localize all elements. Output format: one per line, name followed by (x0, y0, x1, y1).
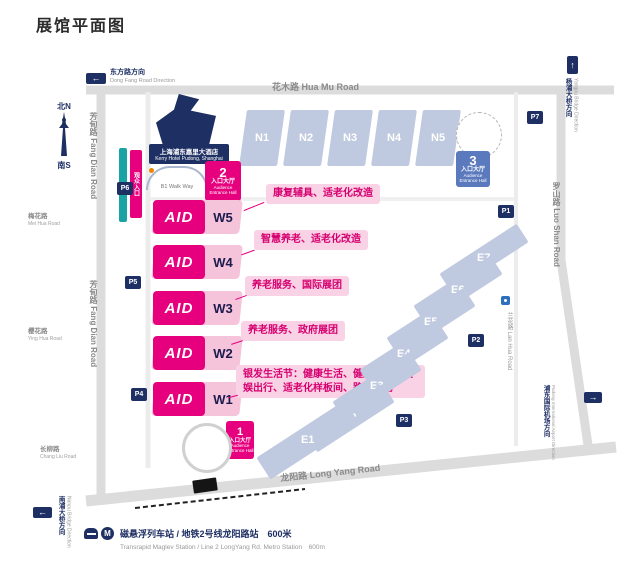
parking-p1: P1 (498, 205, 514, 218)
footer-station-en: Transrapid Maglev Station / Line 2 LongY… (120, 544, 325, 551)
marker-dot-icon (149, 168, 154, 173)
aid-logo: AID (153, 382, 205, 416)
direction-yangpu-en: Yangpu Bridge Direction (572, 78, 579, 132)
entrance-hall-2: 2 入口大厅 Audience Entrance Hall (205, 161, 241, 201)
road-label-changliu: 长柳路 Chang Liu Road (40, 446, 76, 460)
direction-dongfang-zh: 东方路方向 (110, 69, 145, 76)
hall-n2-label: N2 (298, 132, 314, 144)
compass: 北N 南S (52, 102, 76, 171)
hall-w3-label: W3 (213, 300, 233, 316)
hall-w2: AID W2 (151, 336, 243, 370)
entrance-2-number: 2 (219, 165, 227, 181)
aid-logo: AID (153, 245, 205, 279)
road-label-meihua: 梅花路 Mei Hua Road (28, 213, 60, 227)
transit-stop-icon (501, 296, 510, 305)
hall-n1: N1 (239, 110, 285, 166)
callout-w5: 康复辅具、适老化改造 (266, 184, 380, 204)
hall-n1-label: N1 (254, 132, 270, 144)
compass-north-label: 北N (57, 102, 71, 111)
road-label-lanhua: 兰花路 Lan Hua Road (506, 312, 512, 371)
hall-w4-label: W4 (213, 254, 233, 270)
metro-icon: M (101, 527, 114, 540)
footer-station-zh: 磁悬浮列车站 / 地铁2号线龙阳路站 600米 (120, 529, 292, 539)
road-label-fangdian-top: 芳甸路 Fang Dian Road (89, 112, 98, 200)
aid-logo: AID (153, 200, 205, 234)
hall-w5: AID W5 (151, 200, 243, 234)
hall-w3: AID W3 (151, 291, 243, 325)
direction-airport: 浦东国际机场方向 Pudong International Airport Di… (541, 385, 556, 463)
hall-n3: N3 (327, 110, 373, 166)
road-yinghua-en: Ying Hua Road (28, 335, 62, 342)
hall-n3-label: N3 (342, 132, 358, 144)
hall-n4: N4 (371, 110, 417, 166)
compass-tower-icon (59, 112, 69, 156)
parking-p7: P7 (527, 111, 543, 124)
road-meihua-en: Mei Hua Road (28, 220, 60, 227)
road-changliu-en: Chang Liu Road (40, 453, 77, 460)
kerry-hotel-zh: 上海浦东嘉里大酒店 (159, 149, 219, 156)
aid-logo: AID (153, 291, 205, 325)
direction-dongfang: 东方路方向 Dong Fang Road Direction (110, 69, 175, 85)
hall-w4: AID W4 (151, 245, 243, 279)
b1-walkway-label: B1 Walk Way (160, 184, 194, 190)
road-label-yinghua: 樱花路 Ying Hua Road (28, 328, 62, 342)
callout-w2: 养老服务、政府展团 (241, 321, 345, 341)
hall-n2: N2 (283, 110, 329, 166)
direction-yangpu-zh: 杨浦大桥方向 (564, 78, 572, 117)
entrance-hall-3: 3 入口大厅 Audience Entrance Hall (456, 151, 490, 187)
west-arrow-icon: ← (86, 73, 106, 84)
compass-south-label: 南S (57, 161, 71, 170)
parking-p2: P2 (468, 334, 484, 347)
kerry-hotel-en: Kerry Hotel Pudong, Shanghai (155, 156, 223, 162)
direction-airport-zh: 浦东国际机场方向 (542, 385, 550, 437)
north-arrow-icon: ↑ (567, 56, 578, 74)
entrance-1-zh: 入口大厅 (228, 437, 251, 444)
central-dome-outline (456, 112, 502, 158)
parking-p4: P4 (131, 388, 147, 401)
west-arrow-icon: ← (33, 507, 52, 518)
road-label-huamu: 花木路 Hua Mu Road (272, 82, 359, 92)
direction-airport-en: Pudong International Airport Direction (550, 385, 556, 460)
road-label-luoshan: 罗山路 Luo Shan Road (552, 182, 561, 267)
callout-w4: 智慧养老、适老化改造 (254, 230, 368, 250)
hall-n4-label: N4 (386, 132, 402, 144)
parking-p3: P3 (396, 414, 412, 427)
hall-n5-label: N5 (430, 132, 446, 144)
page-title: 展馆平面图 (36, 18, 127, 35)
direction-nanpu-en: Nanpu Bridge Direction (65, 496, 72, 548)
entrance-3-number: 3 (469, 153, 477, 169)
direction-dongfang-en: Dong Fang Road Direction (110, 77, 176, 84)
entrance-3-en: Audience Entrance Hall (459, 172, 487, 183)
road-changliu-zh: 长柳路 (40, 446, 60, 453)
hall-e1-label: E1 (300, 434, 315, 446)
entrance-1-number: 1 (236, 425, 244, 438)
road-meihua-zh: 梅花路 (28, 213, 48, 220)
roundabout (182, 423, 232, 473)
kerry-hotel-label: 上海浦东嘉里大酒店 Kerry Hotel Pudong, Shanghai (149, 144, 229, 164)
maglev-icon (84, 528, 98, 539)
direction-yangpu: 杨浦大桥方向 Yangpu Bridge Direction (563, 78, 578, 140)
parking-p6: P6 (117, 182, 133, 195)
hall-w2-label: W2 (213, 345, 233, 361)
hall-n5: N5 (415, 110, 461, 166)
entrance-3-zh: 入口大厅 (460, 167, 485, 174)
entrance-2-zh: 入口大厅 (210, 179, 235, 186)
aid-logo: AID (153, 336, 205, 370)
road-yinghua-zh: 樱花路 (28, 328, 48, 335)
hall-w5-label: W5 (213, 209, 233, 225)
entrance-1-en: Audience Entrance Hall (226, 442, 254, 453)
parking-p5: P5 (125, 276, 141, 289)
east-arrow-icon: → (584, 392, 602, 403)
road-label-fangdian-bottom: 芳甸路 Fang Dian Road (89, 280, 98, 368)
callout-w3: 养老服务、国际展团 (245, 276, 349, 296)
entrance-strip-label: 观众入口 (130, 150, 142, 218)
direction-nanpu-zh: 南浦大桥方向 (57, 496, 65, 535)
entrance-2-en: Audience Entrance Hall (209, 184, 237, 195)
direction-nanpu: 南浦大桥方向 Nanpu Bridge Direction (56, 496, 71, 554)
